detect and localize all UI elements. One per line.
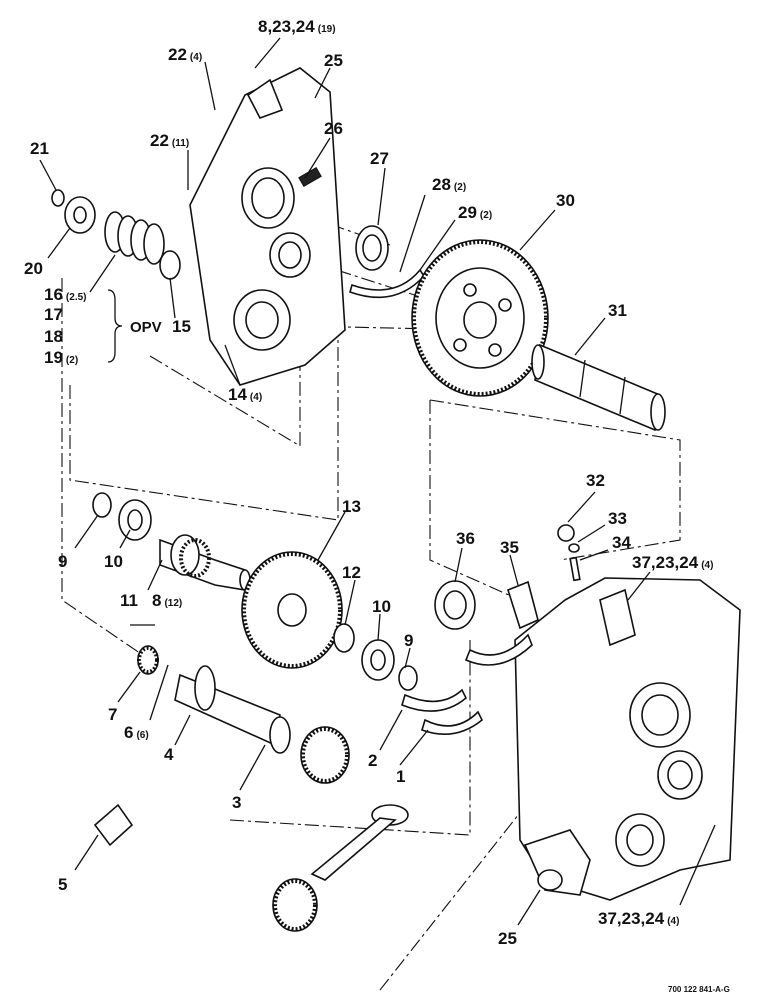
callout-10a: 10 — [104, 552, 123, 571]
callout-16: 16 — [44, 285, 63, 304]
gearbox-housing — [514, 577, 741, 901]
callout-32: 32 — [586, 471, 605, 490]
callout-9b: 9 — [404, 631, 413, 650]
callout-12: 12 — [342, 563, 361, 582]
callout-25b: 25 — [498, 929, 517, 948]
callout-3: 3 — [232, 793, 241, 812]
bracket-and-plug — [507, 524, 581, 630]
svg-text:14(4): 14(4) — [228, 385, 262, 404]
callout-25a: 25 — [324, 51, 343, 70]
callout-10b: 10 — [372, 597, 391, 616]
callout-1: 1 — [396, 767, 405, 786]
callout-18: 18 — [44, 327, 63, 346]
callout-21: 21 — [30, 139, 49, 158]
svg-text:8,23,24(19): 8,23,24(19) — [258, 17, 336, 36]
leader-lines — [39, 37, 716, 926]
callout-34: 34 — [612, 533, 631, 552]
callout-37-23-24-top: 37,23,24 — [632, 553, 699, 572]
callout-19: 19 — [44, 348, 63, 367]
spring-pack — [51, 189, 181, 280]
callout-22b: 22 — [150, 131, 169, 150]
callout-15: 15 — [172, 317, 191, 336]
callout-17: 17 — [44, 305, 63, 324]
large-gear — [411, 239, 549, 397]
callout-20: 20 — [24, 259, 43, 278]
callout-8: 8 — [152, 591, 161, 610]
callout-5: 5 — [58, 875, 67, 894]
callout-6: 6 — [124, 723, 133, 742]
svg-text:6(6): 6(6) — [124, 723, 149, 742]
callout-31: 31 — [608, 301, 627, 320]
callout-2: 2 — [368, 751, 377, 770]
callout-7: 7 — [108, 705, 117, 724]
callout-22a: 22 — [168, 45, 187, 64]
callout-opv: OPV — [130, 319, 162, 336]
svg-text:29(2): 29(2) — [458, 203, 492, 222]
bearing-set-right — [333, 623, 418, 691]
svg-text:28(2): 28(2) — [432, 175, 466, 194]
callout-13: 13 — [342, 497, 361, 516]
shims-lower — [401, 688, 484, 736]
callout-35: 35 — [500, 538, 519, 557]
callout-27: 27 — [370, 149, 389, 168]
sealant-tube — [93, 803, 134, 847]
svg-text:19(2): 19(2) — [44, 348, 78, 367]
bearing-set-housing — [434, 580, 533, 666]
svg-text:8(12): 8(12) — [152, 591, 182, 610]
callout-33: 33 — [608, 509, 627, 528]
bearing-set-left — [92, 492, 152, 541]
callout-4: 4 — [164, 745, 174, 764]
output-shaft — [531, 343, 666, 432]
callouts: 8,23,24(19) 22(4) 25 22(11) 26 21 27 28(… — [24, 17, 730, 994]
svg-text:37,23,24(4): 37,23,24(4) — [632, 553, 713, 572]
callout-26: 26 — [324, 119, 343, 138]
lower-shaft-spring — [272, 804, 409, 932]
callout-37-23-24-bottom: 37,23,24 — [598, 909, 665, 928]
callout-30: 30 — [556, 191, 575, 210]
callout-9a: 9 — [58, 552, 67, 571]
callout-14: 14 — [228, 385, 247, 404]
callout-29: 29 — [458, 203, 477, 222]
svg-text:22(11): 22(11) — [150, 131, 189, 150]
callout-36: 36 — [456, 529, 475, 548]
drawing-code: 700 122 841-A-G — [668, 985, 730, 994]
bevel-pinion-assembly — [137, 645, 350, 784]
svg-text:16(2.5): 16(2.5) — [44, 285, 86, 304]
svg-text:37,23,24(4): 37,23,24(4) — [598, 909, 679, 928]
intermediate-gear — [241, 551, 343, 669]
bearing-set-upper — [349, 225, 426, 299]
svg-text:22(4): 22(4) — [168, 45, 202, 64]
opv-brace — [107, 289, 123, 363]
upper-cover-plate — [189, 67, 346, 386]
callout-28: 28 — [432, 175, 451, 194]
callout-8-23-24: 8,23,24 — [258, 17, 315, 36]
callout-11: 11 — [120, 591, 138, 610]
pinion-shaft — [159, 534, 251, 591]
